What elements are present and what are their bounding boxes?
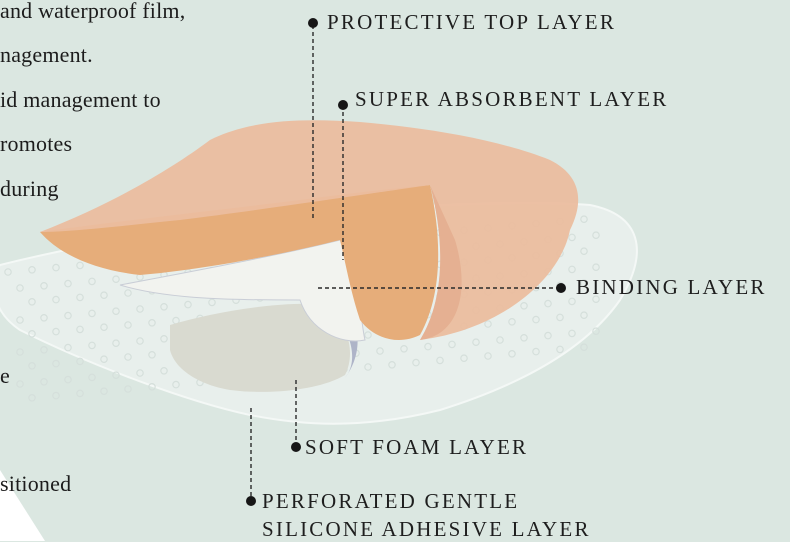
paragraph-line-1: and waterproof film,: [0, 0, 185, 24]
paragraph-line-7: sitioned: [0, 471, 71, 497]
perforation-hole: [65, 376, 71, 382]
soft-foam-label: SOFT FOAM LAYER: [305, 435, 528, 460]
paragraph-line-6: e: [0, 363, 10, 389]
paragraph-line-3: id management to: [0, 87, 161, 113]
protective-top-dot: [308, 18, 318, 28]
perforated-label-line1: PERFORATED GENTLE: [262, 489, 519, 514]
protective-top-label: PROTECTIVE TOP LAYER: [327, 10, 616, 35]
perforation-hole: [101, 388, 107, 394]
perforation-hole: [29, 395, 35, 401]
perforation-hole: [581, 344, 587, 350]
paragraph-line-4: romotes: [0, 131, 72, 157]
super-absorbent-label: SUPER ABSORBENT LAYER: [355, 87, 668, 112]
perforation-hole: [77, 358, 83, 364]
perforated-dot: [246, 496, 256, 506]
perforation-hole: [29, 363, 35, 369]
perforation-hole: [17, 381, 23, 387]
paragraph-line-2: nagement.: [0, 42, 93, 68]
perforation-hole: [41, 347, 47, 353]
perforation-hole: [53, 392, 59, 398]
super-absorbent-dot: [338, 100, 348, 110]
perforated-label-line2: SILICONE ADHESIVE LAYER: [262, 517, 591, 542]
perforation-hole: [77, 390, 83, 396]
perforation-hole: [125, 386, 131, 392]
binding-dot: [556, 283, 566, 293]
perforation-hole: [41, 379, 47, 385]
paragraph-line-5: during: [0, 176, 59, 202]
soft-foam-dot: [291, 442, 301, 452]
perforation-hole: [17, 349, 23, 355]
binding-label: BINDING LAYER: [576, 275, 767, 300]
perforation-hole: [89, 374, 95, 380]
perforation-hole: [53, 360, 59, 366]
